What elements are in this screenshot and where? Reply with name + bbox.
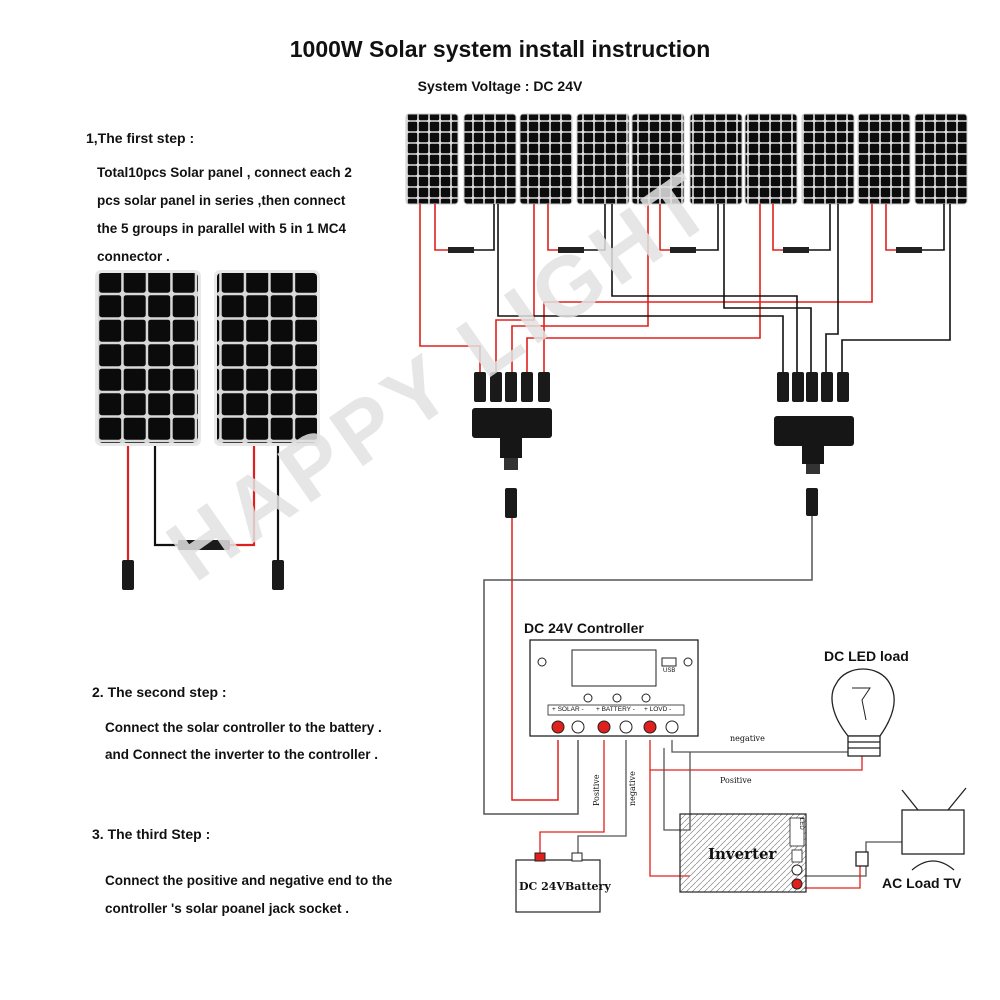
inverter-label: Inverter [708, 845, 777, 863]
step-1-line: connector . [97, 249, 170, 264]
battery-negative-label: negative [628, 771, 637, 806]
ac-load-label: AC Load TV [882, 875, 962, 891]
series-links [434, 204, 945, 253]
battery-terminal-label: + BATTERY - [596, 706, 635, 713]
step-3-text: Connect the positive and negative end to… [105, 867, 392, 923]
controller-drawing [529, 639, 699, 737]
step-2-line: and Connect the inverter to the controll… [105, 747, 379, 762]
solar-panel [631, 113, 685, 205]
solar-panel [857, 113, 911, 205]
battery-positive-label: Positive [592, 774, 601, 806]
step-2-heading: 2. The second step : [92, 684, 227, 700]
solar-panel [463, 113, 517, 205]
step-1-heading: 1,The first step : [86, 130, 195, 146]
step-1-line: Total10pcs Solar panel , connect each 2 [97, 165, 352, 180]
solar-panel [689, 113, 743, 205]
solar-terminal-label: + SOLAR - [552, 706, 584, 713]
dc-load-label: DC LED load [824, 648, 909, 664]
led-bulb-icon [831, 668, 895, 757]
step-2-line: Connect the solar controller to the batt… [105, 720, 382, 735]
step-2-text: Connect the solar controller to the batt… [105, 714, 382, 768]
controller-label: DC 24V Controller [524, 620, 644, 636]
positive-wire-label: Positive [720, 776, 752, 785]
example-panel-right [214, 270, 320, 446]
step-3-heading: 3. The third Step : [92, 826, 211, 842]
step-3-line: controller 's solar poanel jack socket . [105, 901, 350, 916]
inverter-drawing [679, 813, 807, 893]
page-title: 1000W Solar system install instruction [289, 36, 711, 62]
solar-panel [576, 113, 630, 205]
usb-label: USB [663, 668, 676, 674]
mc4-combiner-negative [774, 372, 854, 516]
tv-icon [855, 787, 967, 871]
step-3-line: Connect the positive and negative end to… [105, 873, 393, 888]
load-terminal-label: + LOVD - [644, 706, 672, 713]
example-panel-left [95, 270, 201, 446]
negative-wire-label: negative [730, 734, 765, 743]
combiner-to-controller [483, 516, 813, 815]
battery-drawing [515, 852, 601, 913]
example-wiring [122, 446, 284, 590]
solar-panel-row [405, 113, 968, 205]
inverter-led-label: LED [798, 818, 804, 830]
solar-panel [744, 113, 798, 205]
solar-panel [405, 113, 459, 205]
solar-panel [801, 113, 855, 205]
page-subtitle: System Voltage : DC 24V [417, 78, 583, 94]
parallel-wiring [419, 204, 951, 372]
battery-label: DC 24VBattery [519, 880, 611, 893]
solar-panel [519, 113, 573, 205]
mc4-combiner-positive [472, 372, 552, 518]
solar-panel [914, 113, 968, 205]
step-1-text: Total10pcs Solar panel , connect each 2 … [97, 159, 352, 271]
step-1-line: pcs solar panel in series ,then connect [97, 193, 346, 208]
step-1-line: the 5 groups in parallel with 5 in 1 MC4 [97, 221, 347, 236]
